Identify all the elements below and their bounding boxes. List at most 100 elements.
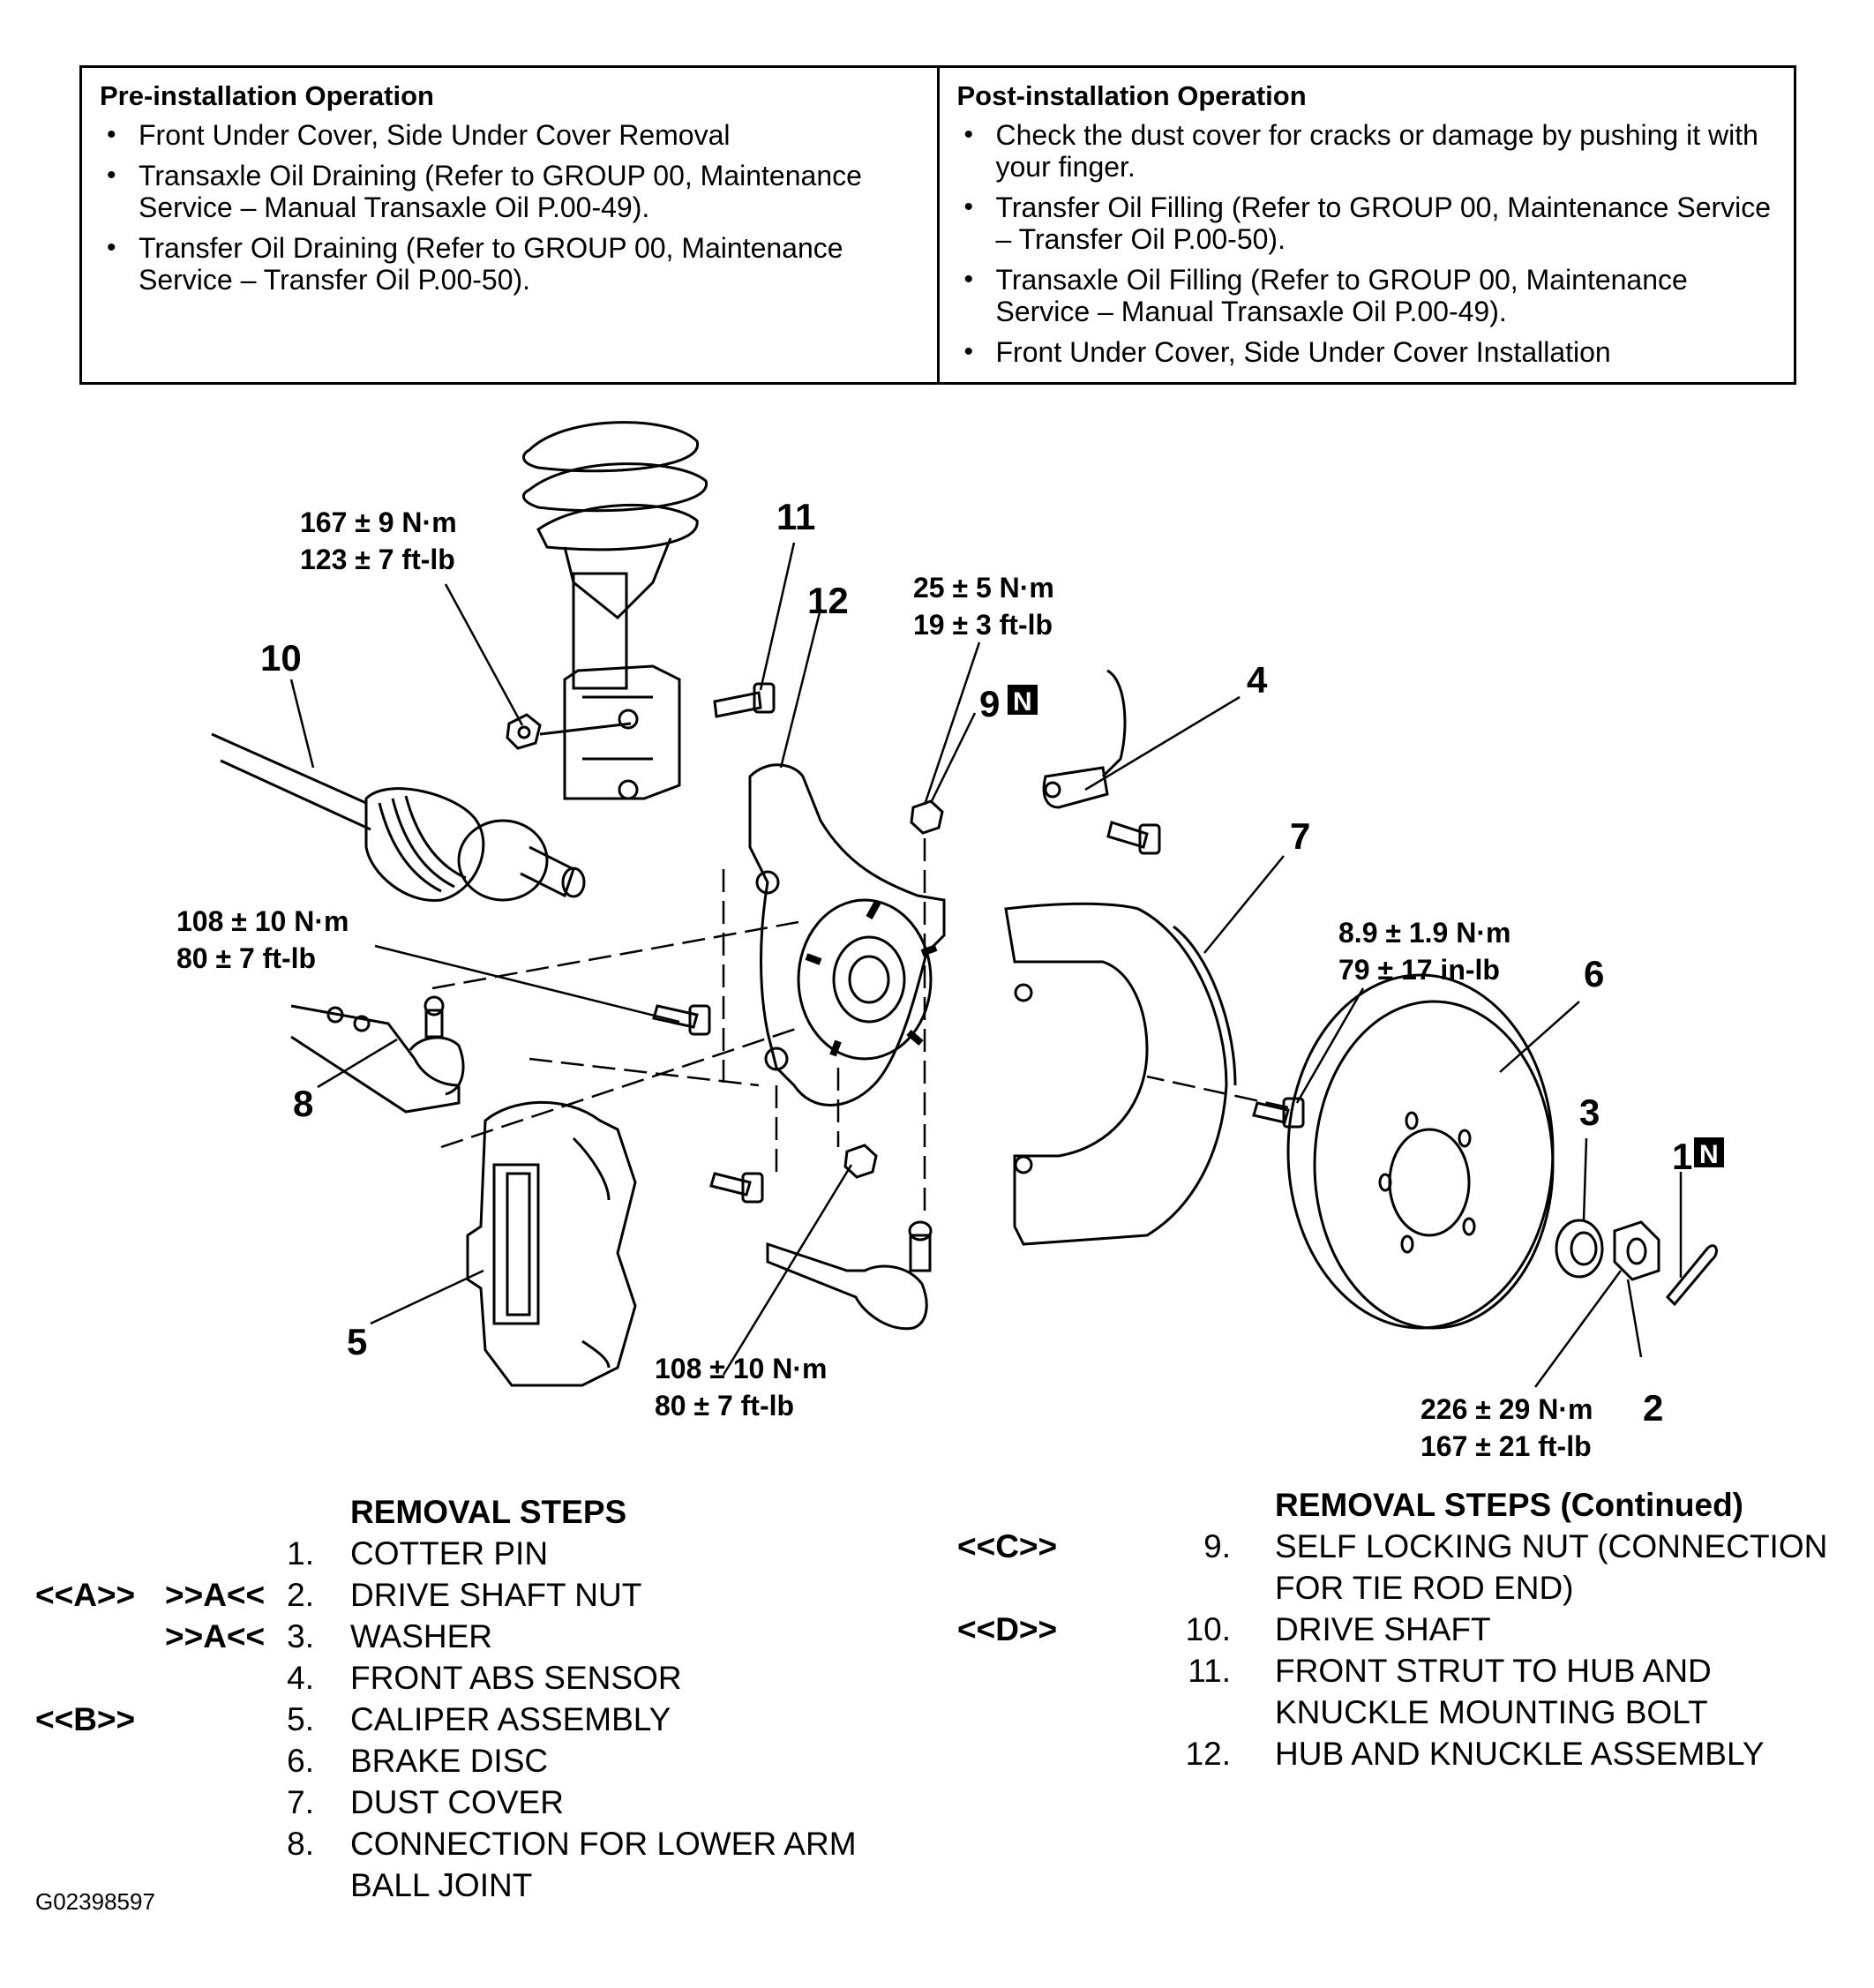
torque-dust-cover-nm: 8.9 ± 1.9 N·m [1338,917,1510,949]
callout-12: 12 [807,580,849,621]
callout-3: 3 [1579,1092,1600,1133]
torque-caliper-nm: 108 ± 10 N·m [655,1353,827,1384]
removal-steps-title-row: REMOVAL STEPS [35,1491,918,1533]
tie-rod-nut [910,799,944,835]
caliper-assembly [466,1100,637,1387]
front-strut [522,421,708,800]
drive-shaft [211,732,586,902]
drive-shaft-nut [1613,1220,1660,1281]
removal-steps-right: REMOVAL STEPS (Continued) <<C>> 9. SELF … [957,1484,1866,1774]
step-text: DUST COVER [350,1784,564,1820]
pre-installation-heading: Pre-installation Operation [100,80,434,111]
removal-steps-left: REMOVAL STEPS 1. COTTER PIN <<A>> >>A<< … [35,1491,918,1906]
pre-installation-list: Front Under Cover, Side Under Cover Remo… [100,119,919,296]
step-number: 1. [287,1535,314,1572]
removal-step-row: 11. FRONT STRUT TO HUB AND [957,1650,1866,1692]
post-installation-column: Post-installation Operation Check the du… [940,68,1795,382]
tie-rod-end [766,1220,933,1331]
post-installation-heading: Post-installation Operation [956,80,1307,111]
step-number: 5. [287,1701,314,1737]
step-number: 10. [1185,1611,1231,1647]
hub-and-knuckle [748,763,946,1107]
post-installation-item: Front Under Cover, Side Under Cover Inst… [957,336,1777,368]
step-text-continued: KNUCKLE MOUNTING BOLT [1275,1694,1708,1730]
step-number: 12. [1185,1736,1231,1772]
pre-installation-item: Transfer Oil Draining (Refer to GROUP 00… [100,232,919,296]
torque-specs: 167 ± 9 N·m 123 ± 7 ft-lb 25 ± 5 N·m 19 … [176,506,1593,1462]
torque-lower-arm-ft: 80 ± 7 ft-lb [176,942,316,974]
new-part-badge-1 [1694,1137,1724,1167]
step-text: COTTER PIN [350,1535,549,1572]
removal-reference: <<B>> [35,1701,136,1737]
abs-sensor [1042,669,1161,855]
step-text: CALIPER ASSEMBLY [350,1701,671,1737]
torque-hub-nut-ft: 167 ± 21 ft-lb [1420,1430,1592,1462]
step-text: DRIVE SHAFT [1275,1611,1491,1647]
callout-2: 2 [1643,1387,1663,1429]
removal-step-row: 4. FRONT ABS SENSOR [35,1657,918,1699]
strut-nut [506,713,632,750]
removal-step-row: <<A>> >>A<< 2. DRIVE SHAFT NUT [35,1574,918,1616]
callout-7: 7 [1290,815,1310,857]
step-text: FRONT STRUT TO HUB AND [1275,1653,1712,1689]
step-text: DRIVE SHAFT NUT [350,1577,642,1613]
washer [1555,1219,1604,1279]
strut-mounting-bolt [713,682,776,718]
callout-labels: 1 N 2 3 4 5 6 7 8 9 N 10 11 12 [260,496,1724,1429]
step-text: SELF LOCKING NUT (CONNECTION [1275,1528,1828,1564]
removal-step-row: >>A<< 3. WASHER [35,1616,918,1657]
torque-strut-bolt-ft: 123 ± 7 ft-lb [300,544,455,575]
dust-cover-bolt [1252,1097,1305,1129]
step-text-continued: FOR TIE ROD END) [1275,1570,1574,1606]
new-part-badge-9 [1008,685,1038,715]
removal-step-row: <<D>> 10. DRIVE SHAFT [957,1609,1866,1650]
step-number: 8. [287,1826,314,1862]
exploded-view-diagram: 1 N 2 3 4 5 6 7 8 9 N 10 11 12 167 ± 9 N… [176,421,1724,1462]
removal-step-row: 7. DUST COVER [35,1782,918,1823]
callout-4: 4 [1247,659,1268,701]
torque-caliper-ft: 80 ± 7 ft-lb [655,1390,794,1422]
callout-6: 6 [1584,953,1604,994]
removal-reference: <<C>> [957,1528,1058,1564]
cotter-pin [1665,1244,1718,1307]
removal-step-row: <<C>> 9. SELF LOCKING NUT (CONNECTION [957,1526,1866,1567]
step-number: 2. [287,1577,314,1613]
removal-step-row: <<B>> 5. CALIPER ASSEMBLY [35,1699,918,1740]
figure-code: G02398597 [35,1888,155,1915]
callout-9: 9 [979,683,1000,724]
removal-step-row: 12. HUB AND KNUCKLE ASSEMBLY [957,1733,1866,1774]
caliper-bolt [709,1172,764,1204]
lower-arm-nut [843,1144,878,1179]
step-number: 7. [287,1784,314,1820]
leader-lines [289,542,1683,1388]
step-text-continued: BALL JOINT [350,1867,533,1903]
step-text: HUB AND KNUCKLE ASSEMBLY [1275,1736,1765,1772]
pre-installation-item: Transaxle Oil Draining (Refer to GROUP 0… [100,160,919,223]
removal-steps-title-row: REMOVAL STEPS (Continued) [957,1484,1866,1526]
step-number: 6. [287,1743,314,1779]
post-installation-item: Transaxle Oil Filling (Refer to GROUP 00… [957,264,1777,327]
removal-reference: <<D>> [957,1611,1058,1647]
post-installation-item: Check the dust cover for cracks or damag… [957,119,1777,183]
torque-tie-rod-nut-ft: 19 ± 3 ft-lb [913,609,1053,641]
brake-disc [1286,973,1555,1330]
step-text: BRAKE DISC [350,1743,549,1779]
step-text: WASHER [350,1618,493,1654]
removal-steps-title: REMOVAL STEPS [350,1494,627,1530]
torque-hub-nut-nm: 226 ± 29 N·m [1420,1393,1593,1425]
removal-reference: <<A>> [35,1577,136,1613]
step-number: 3. [287,1618,314,1654]
torque-dust-cover-in: 79 ± 17 in-lb [1338,954,1500,986]
lower-arm-ball-joint [290,995,465,1114]
torque-strut-bolt-nm: 167 ± 9 N·m [300,506,457,538]
pre-installation-column: Pre-installation Operation Front Under C… [82,68,940,382]
step-number: 9. [1203,1528,1231,1564]
new-part-badge-9-letter: N [1013,687,1032,716]
callout-10: 10 [260,637,302,679]
post-installation-list: Check the dust cover for cracks or damag… [957,119,1777,368]
operations-table: Pre-installation Operation Front Under C… [79,65,1796,385]
alignment-lines [431,838,1289,1218]
installation-reference: >>A<< [165,1618,266,1654]
dust-cover [1004,902,1237,1246]
removal-step-continuation: FOR TIE ROD END) [957,1567,1866,1609]
